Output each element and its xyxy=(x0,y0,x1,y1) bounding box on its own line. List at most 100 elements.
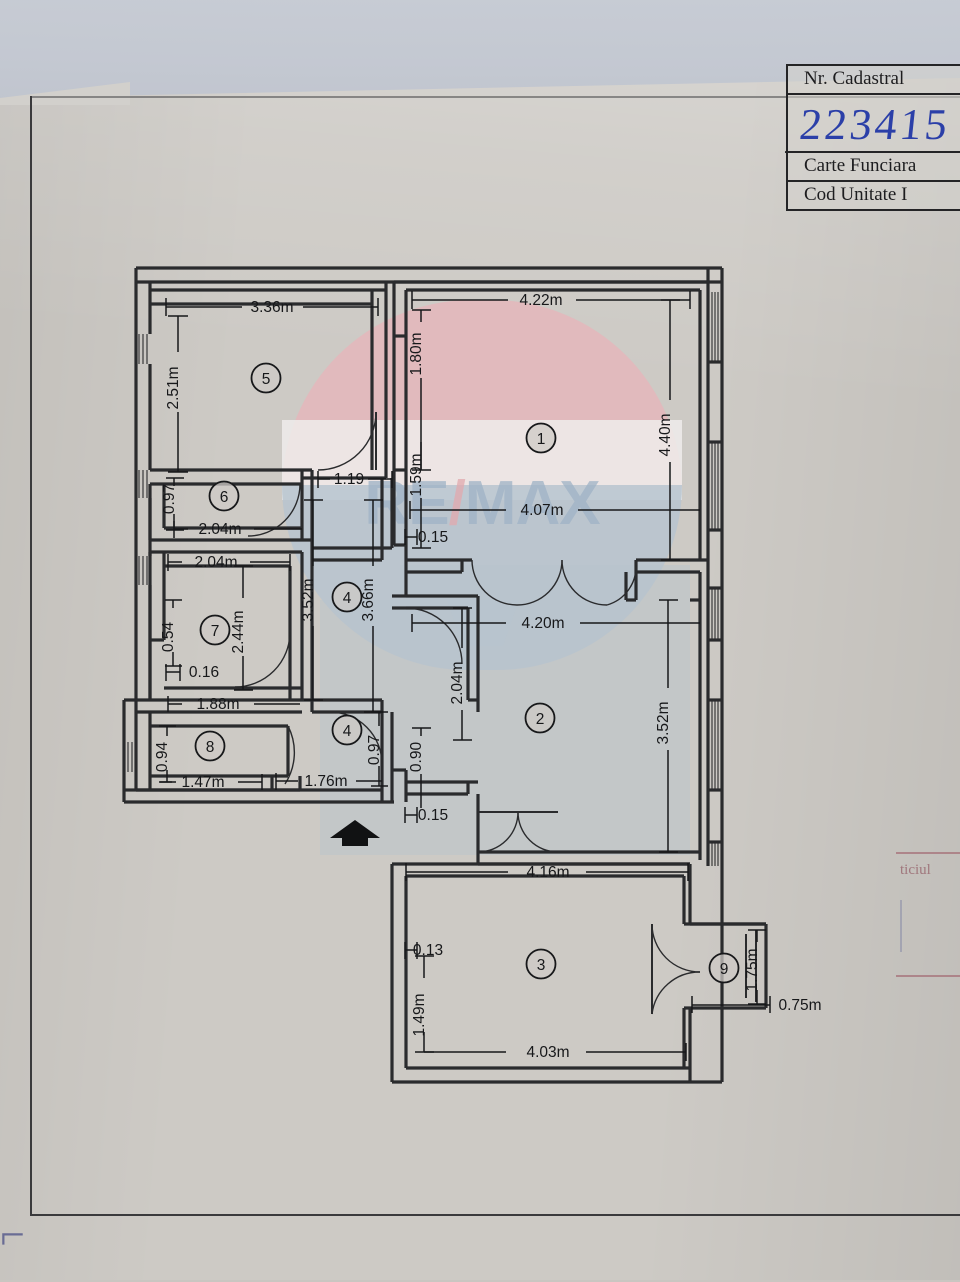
room-2-folding-door-bottom xyxy=(477,811,559,853)
dimension-d-440: 4.40m xyxy=(657,413,674,456)
dimension-d-352b: 3.52m xyxy=(655,701,672,744)
dimension-d-175: 1.75m xyxy=(744,948,761,991)
room-number-label: 4 xyxy=(343,590,352,607)
dimension-label: 0.16 xyxy=(189,664,219,681)
dimension-label: 1.88m xyxy=(196,696,239,713)
dimension-d-180: 1.80m xyxy=(408,332,425,375)
dimension-d-366: 3.66m xyxy=(360,578,377,621)
room-1-walls xyxy=(392,280,708,602)
page-border-bottom xyxy=(30,1214,960,1216)
window-right-3 xyxy=(711,588,719,640)
dimension-d-013: 0.13 xyxy=(413,942,443,959)
dimension-d-407: 4.07m xyxy=(520,502,563,519)
title-block-row-carte-funciara-label: Carte Funciara xyxy=(788,153,960,182)
room-bubble-7: 7 xyxy=(199,614,231,646)
dimension-d-188: 1.88m xyxy=(196,696,239,713)
dimension-label: 2.04m xyxy=(198,521,241,538)
dimension-label: 0.94 xyxy=(154,742,171,773)
room-bubble-3: 3 xyxy=(525,948,557,980)
cadastral-number-handwritten: 223415 xyxy=(784,95,960,153)
dimension-d-094: 0.94 xyxy=(154,742,171,773)
dimension-d-251: 2.51m xyxy=(165,366,182,409)
window-left-3 xyxy=(138,556,148,585)
room-7-door xyxy=(234,631,291,688)
dimension-d-352a: 3.52m xyxy=(300,578,317,621)
room-7-walls xyxy=(148,548,314,712)
dimension-label: 3.36m xyxy=(250,299,293,316)
dimension-label: 4.20m xyxy=(521,615,564,632)
room-3-walls xyxy=(390,862,724,1084)
entrance-arrow xyxy=(330,820,380,846)
room-number-label: 6 xyxy=(220,489,229,506)
room-2-door-left xyxy=(405,607,463,665)
dimension-label: 0.97 xyxy=(366,735,383,765)
dimension-d-147: 1.47m xyxy=(181,774,224,791)
page-border-top xyxy=(30,96,960,98)
dimension-d-119: 1.19 xyxy=(334,471,364,488)
dimension-d-416: 4.16m xyxy=(526,864,569,881)
title-block-row-cadastral-label: Nr. Cadastral xyxy=(788,66,960,95)
dimension-lines xyxy=(159,291,771,1061)
window-right-2 xyxy=(711,442,719,530)
dimension-d-054: 0.54 xyxy=(160,622,177,653)
window-right-1 xyxy=(711,292,719,362)
room-number-label: 5 xyxy=(262,371,271,388)
page-border-left xyxy=(30,96,32,1216)
dimension-label: 0.90 xyxy=(408,742,425,773)
dimension-label: 0.97 xyxy=(161,484,178,514)
room-bubble-4b: 4 xyxy=(331,714,363,746)
room-bubble-1: 1 xyxy=(525,422,557,454)
dimension-d-016: 0.16 xyxy=(189,664,219,681)
room-bubble-4a: 4 xyxy=(331,581,363,613)
dimension-d-403: 4.03m xyxy=(526,1044,569,1061)
dimension-label: 3.52m xyxy=(300,578,317,621)
dimension-label: 4.40m xyxy=(657,413,674,456)
room-number-label: 7 xyxy=(211,623,220,640)
dimension-label: 1.75m xyxy=(744,948,761,991)
dimension-d-204c: 2.04m xyxy=(449,661,466,704)
dimension-d-090: 0.90 xyxy=(408,742,425,773)
dimension-label: 0.15 xyxy=(418,529,448,546)
dimension-d-204a: 2.04m xyxy=(198,521,241,538)
dimension-d-075: 0.75m xyxy=(778,997,821,1014)
dimension-label: 2.04m xyxy=(449,661,466,704)
title-block: Nr. Cadastral 223415 Carte Funciara Cod … xyxy=(784,64,960,211)
dimension-label: 0.15 xyxy=(418,807,448,824)
title-block-row-cod-unitate-label: Cod Unitate I xyxy=(788,182,960,211)
window-left-2 xyxy=(138,470,148,498)
room-6-door xyxy=(247,483,301,537)
room-number-label: 8 xyxy=(206,739,215,756)
dimension-label: 1.49m xyxy=(411,993,428,1036)
dimension-label: 4.03m xyxy=(526,1044,569,1061)
dimension-d-422: 4.22m xyxy=(519,292,562,309)
room-bubble-2: 2 xyxy=(524,702,556,734)
room-1-folding-door xyxy=(471,559,637,606)
dimension-label: 1.80m xyxy=(408,332,425,375)
room-5-door xyxy=(317,411,377,471)
dimension-label: 0.54 xyxy=(160,622,177,653)
dimension-d-015a: 0.15 xyxy=(418,529,448,546)
room-6-walls xyxy=(148,478,314,548)
dimension-label: 1.47m xyxy=(181,774,224,791)
room-number-label: 2 xyxy=(536,711,545,728)
dimension-d-149: 1.49m xyxy=(411,993,428,1036)
dimension-label: 2.51m xyxy=(165,366,182,409)
room-8-walls xyxy=(136,710,302,792)
dimension-label: 4.22m xyxy=(519,292,562,309)
stamp-line-bottom xyxy=(896,975,960,977)
dimension-d-336: 3.36m xyxy=(250,299,293,316)
room-bubble-8: 8 xyxy=(194,730,226,762)
stamp-text: ticiul xyxy=(900,862,931,878)
dimension-label: 4.16m xyxy=(526,864,569,881)
dimension-d-097a: 0.97 xyxy=(161,484,178,514)
window-right-5 xyxy=(711,842,719,866)
hall-4-door-top xyxy=(329,711,383,765)
blue-ink-corner-mark: ⌐ xyxy=(0,1210,25,1259)
window-right-4 xyxy=(711,700,719,790)
room-number-label: 1 xyxy=(537,431,546,448)
hall-4-walls xyxy=(312,478,394,802)
room-8-door xyxy=(284,725,295,785)
room-bubble-5: 5 xyxy=(250,362,282,394)
dimension-label: 2.04m xyxy=(194,554,237,571)
dimension-d-420: 4.20m xyxy=(521,615,564,632)
